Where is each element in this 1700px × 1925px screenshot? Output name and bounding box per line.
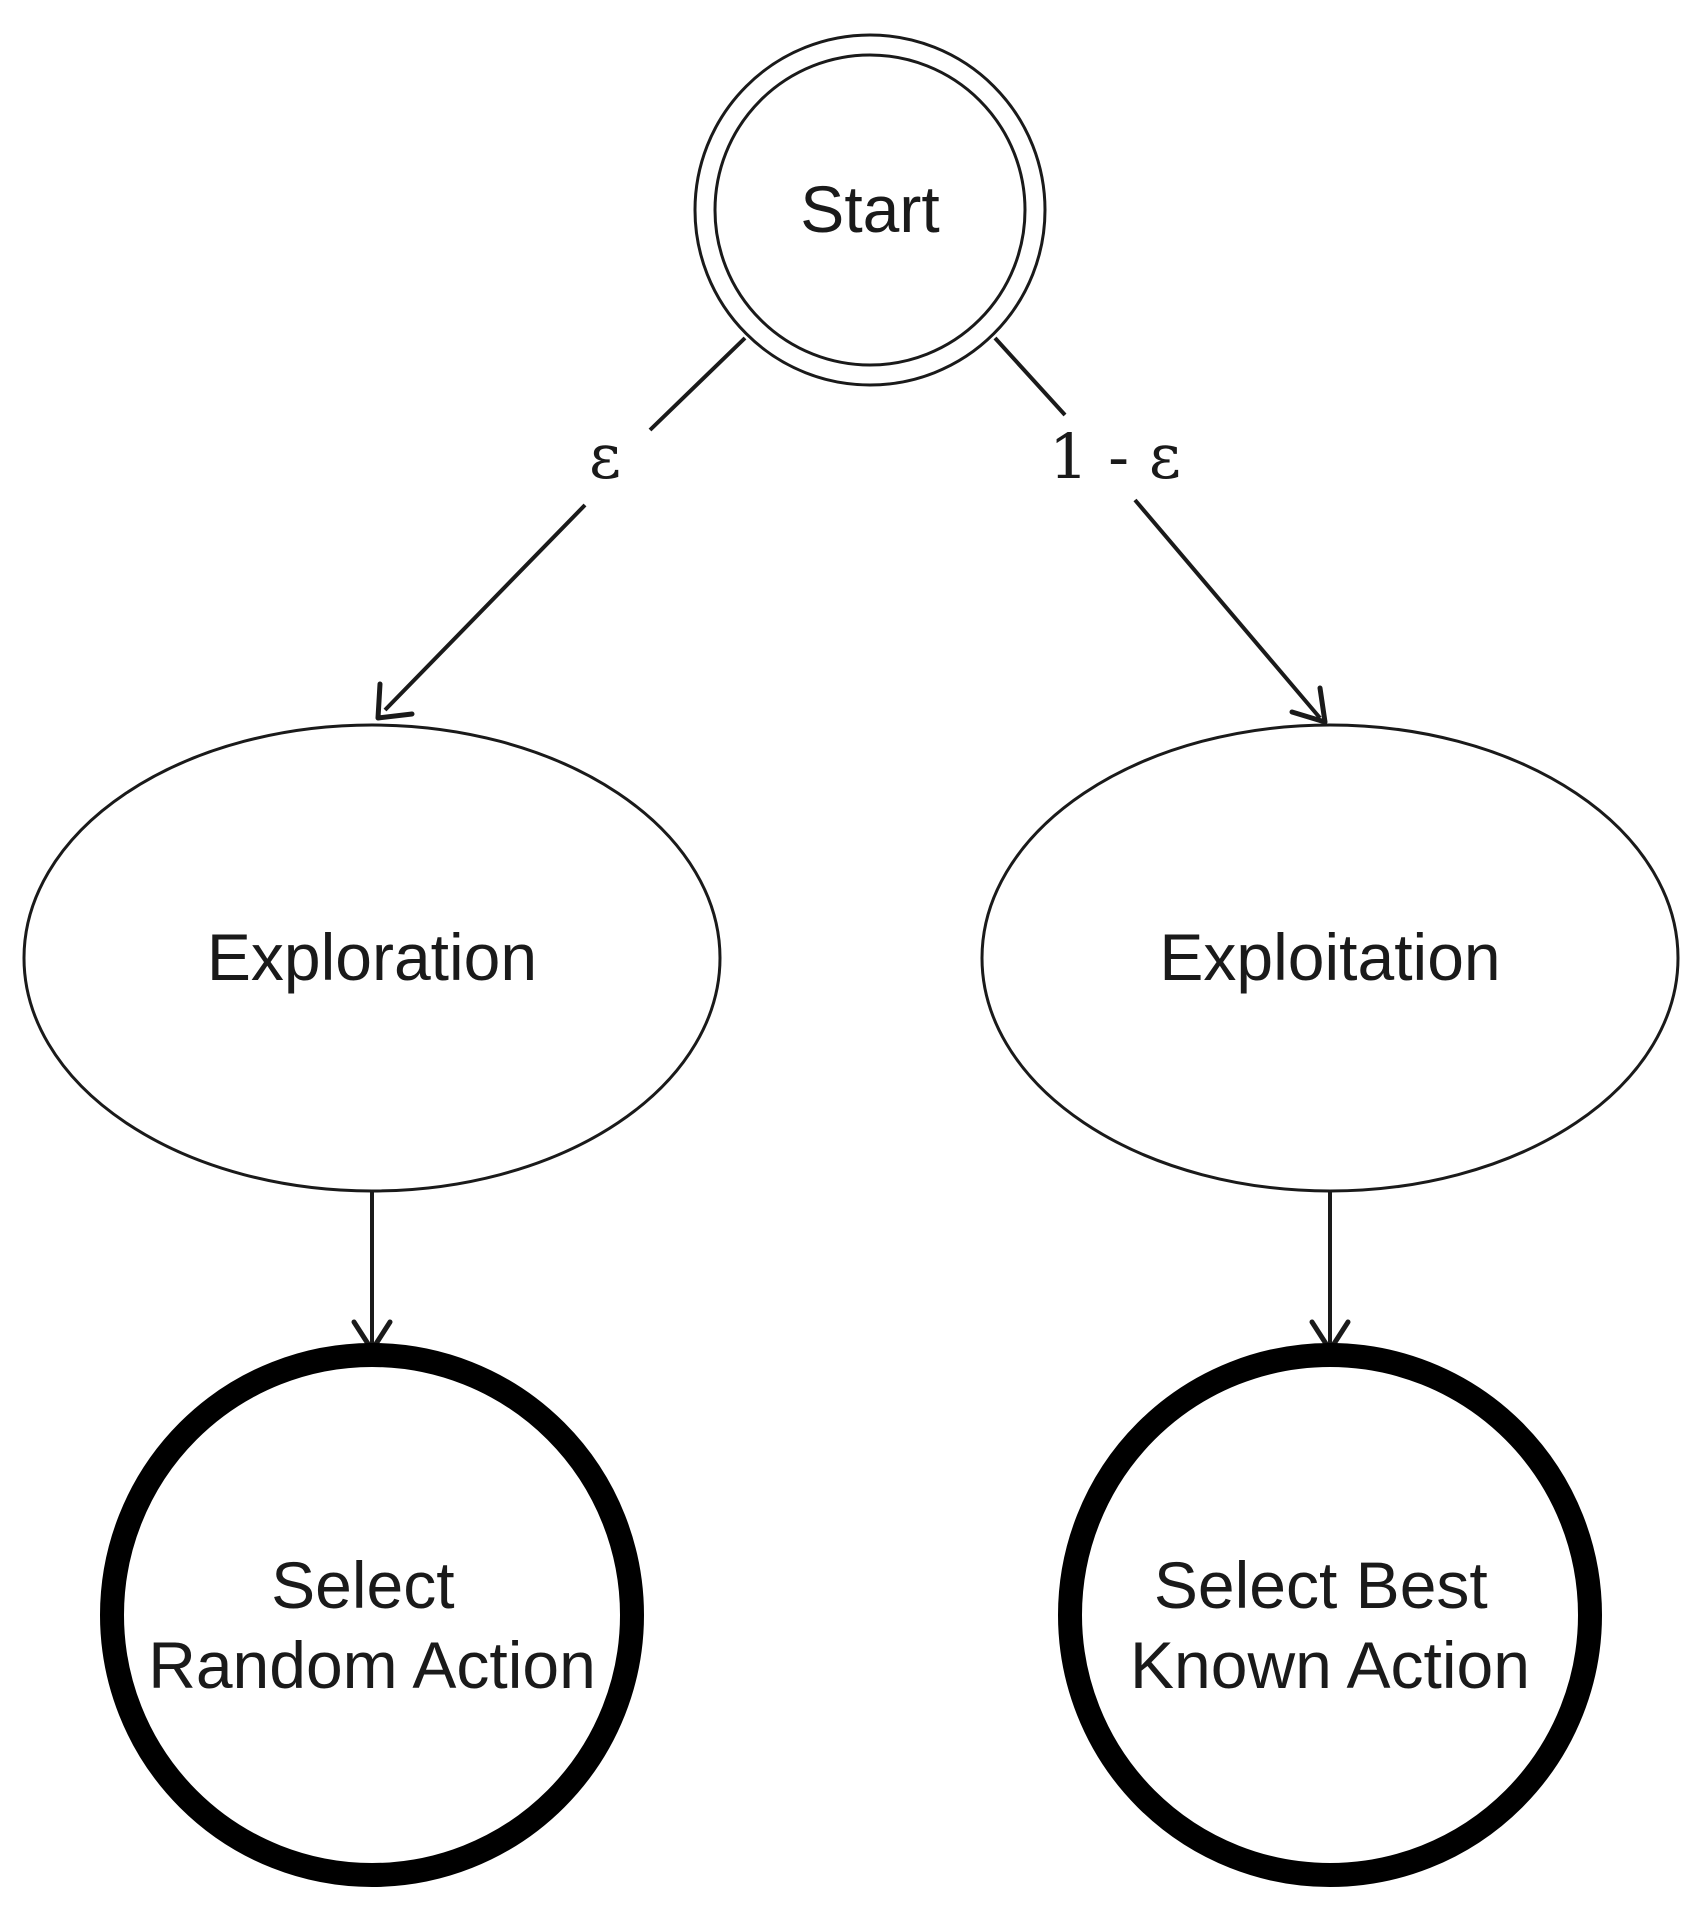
node-select-random-action: Select Random Action — [100, 1343, 644, 1887]
random-action-label: Select Random Action — [148, 1548, 596, 1702]
arrow-head-exploration — [375, 681, 415, 721]
node-start: Start — [693, 33, 1047, 387]
exploitation-ellipse — [980, 723, 1680, 1193]
random-action-circle — [100, 1343, 644, 1887]
exploitation-label: Exploitation — [1159, 920, 1500, 994]
edge-line-start-exploration-lower — [383, 503, 587, 712]
edge-exploration-to-random-action — [351, 1192, 393, 1353]
edge-line-start-exploitation — [993, 336, 1067, 417]
edge-start-to-exploration: ε — [375, 336, 747, 721]
edge-label-epsilon: ε — [589, 420, 621, 493]
arrow-head-exploitation — [1289, 685, 1328, 725]
best-action-line-2: Known Action — [1130, 1628, 1530, 1702]
edge-line-start-exploitation-lower — [1133, 498, 1322, 720]
random-action-line-2: Random Action — [148, 1628, 596, 1702]
best-action-circle — [1058, 1343, 1602, 1887]
edge-line-start-exploration — [648, 336, 747, 432]
start-label: Start — [800, 172, 939, 246]
start-inner-ring — [713, 53, 1027, 367]
node-select-best-known-action: Select Best Known Action — [1058, 1343, 1602, 1887]
edge-exploitation-to-best-action — [1309, 1192, 1351, 1353]
best-action-label: Select Best Known Action — [1130, 1548, 1530, 1702]
node-exploration: Exploration — [22, 723, 722, 1193]
node-exploitation: Exploitation — [980, 723, 1680, 1193]
exploration-ellipse — [22, 723, 722, 1193]
exploration-label: Exploration — [207, 920, 537, 994]
edge-start-to-exploitation: 1 - ε — [993, 336, 1328, 725]
best-action-line-1: Select Best — [1154, 1548, 1488, 1622]
random-action-line-1: Select — [271, 1548, 454, 1622]
edge-label-one-minus-epsilon: 1 - ε — [1049, 420, 1181, 493]
